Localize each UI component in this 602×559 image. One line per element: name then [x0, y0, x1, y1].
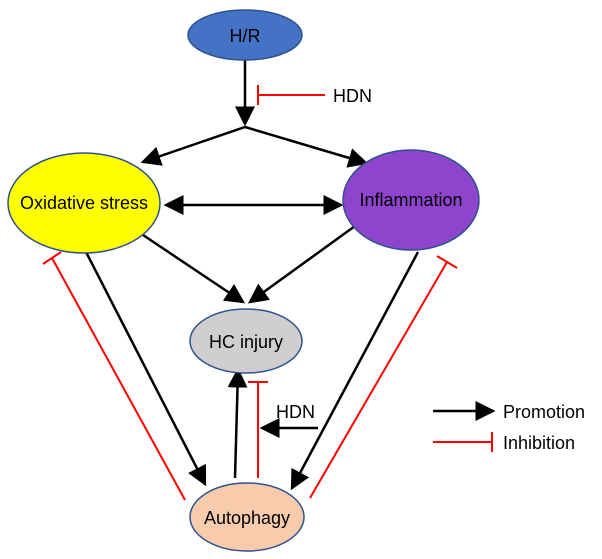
- promotion-edges: [83, 60, 420, 491]
- legend-promotion-label: Promotion: [503, 402, 585, 422]
- legend-inhibition-label: Inhibition: [503, 433, 575, 453]
- inhibit-autophagy-to-inflammation-bar: [436, 255, 458, 269]
- node-hr: H/R: [187, 9, 303, 61]
- node-hr-label: H/R: [230, 26, 261, 46]
- node-oxidative-stress-label: Oxidative stress: [20, 193, 148, 213]
- inhibition-edges: [42, 85, 458, 501]
- node-autophagy: Autophagy: [189, 482, 305, 552]
- node-oxidative-stress: Oxidative stress: [7, 152, 161, 254]
- node-autophagy-label: Autophagy: [204, 508, 290, 528]
- inhibit-autophagy-to-oxidative: [51, 257, 186, 501]
- edge-inflammation-to-autophagy: [290, 251, 420, 491]
- edge-split-to-oxidative: [140, 125, 246, 166]
- node-inflammation-label: Inflammation: [359, 190, 462, 210]
- edge-oxidative-to-autophagy: [83, 249, 207, 487]
- node-inflammation: Inflammation: [342, 149, 480, 251]
- inhibit-autophagy-to-oxidative-bar: [42, 251, 62, 265]
- hdn-label-top: HDN: [333, 86, 372, 106]
- legend: Promotion Inhibition: [433, 401, 585, 453]
- edge-autophagy-to-hc-injury: [227, 367, 248, 479]
- hdn-label-middle: HDN: [276, 402, 315, 422]
- edge-inflammation-to-hc-injury: [247, 224, 356, 304]
- node-hc-injury: HC injury: [189, 308, 303, 374]
- edge-oxidative-to-hc-injury: [139, 231, 246, 304]
- node-hc-injury-label: HC injury: [209, 332, 283, 352]
- edge-split-to-inflammation: [244, 125, 369, 168]
- inhibit-autophagy-to-inflammation: [309, 261, 448, 499]
